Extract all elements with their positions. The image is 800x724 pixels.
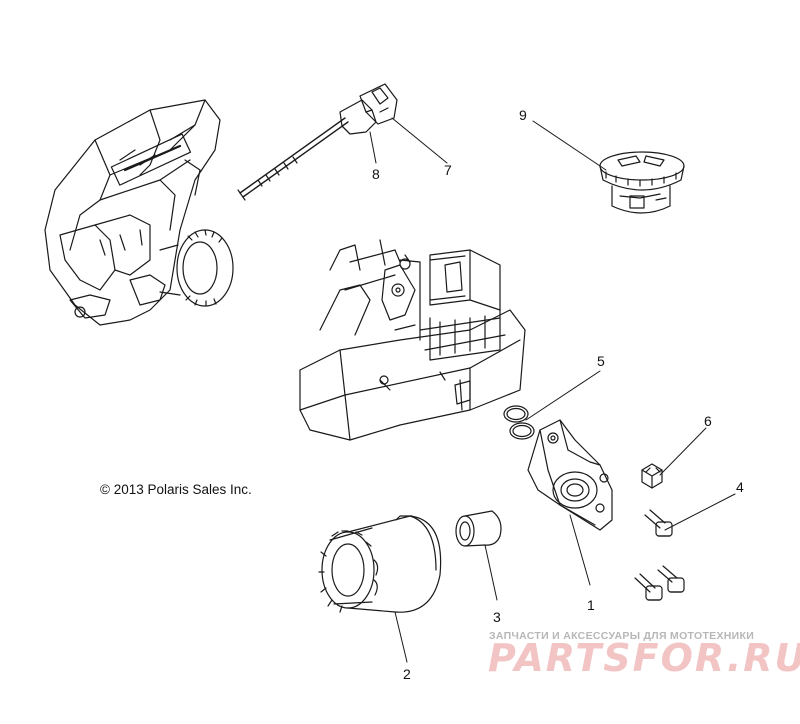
engine-block-illustration (299, 239, 526, 441)
valve-cover-illustration (44, 99, 221, 326)
filler-cap-illustration (599, 151, 685, 214)
callout-5: 5 (597, 353, 605, 369)
callout-3: 3 (493, 609, 501, 625)
o-rings-illustration (503, 405, 535, 440)
watermark-subtitle: ЗАПЧАСТИ И АКСЕССУАРЫ ДЛЯ МОТОТЕХНИКИ (489, 630, 755, 642)
copyright-notice: © 2013 Polaris Sales Inc. (100, 482, 252, 497)
watermark-logo: PARTSFOR.RU (488, 636, 800, 680)
dipstick-illustration (237, 83, 398, 201)
callout-2: 2 (403, 666, 411, 682)
oil-filter-illustration (318, 515, 442, 613)
callout-8: 8 (372, 166, 380, 182)
callout-9: 9 (519, 107, 527, 123)
callout-6: 6 (704, 413, 712, 429)
sleeve-illustration (455, 510, 502, 547)
callout-4: 4 (736, 479, 744, 495)
filter-adapter-illustration (527, 419, 613, 531)
callout-1: 1 (587, 597, 595, 613)
leader-lines (369, 117, 736, 663)
callout-7: 7 (444, 162, 452, 178)
bolts-illustration (634, 509, 685, 601)
valve-cover-cylinder (159, 229, 234, 307)
drain-plug-illustration (641, 463, 663, 489)
